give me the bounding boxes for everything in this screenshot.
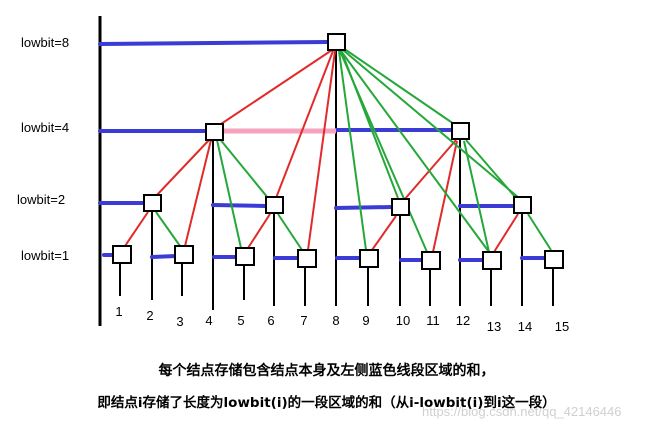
edge-8-9 xyxy=(338,50,367,251)
index-1: 1 xyxy=(115,304,122,319)
index-5: 5 xyxy=(237,313,244,328)
segment-8 xyxy=(98,40,330,46)
node-12 xyxy=(451,122,470,140)
edge-8-13 xyxy=(340,50,490,253)
node-9 xyxy=(359,249,379,268)
index-4: 4 xyxy=(205,313,212,328)
index-2: 2 xyxy=(146,308,153,323)
node-13 xyxy=(482,251,502,270)
edge-14-13 xyxy=(493,213,519,253)
index-6: 6 xyxy=(267,313,274,328)
edge-12-13 xyxy=(463,140,490,253)
index-11: 11 xyxy=(426,313,440,328)
edge-2-3 xyxy=(155,211,181,247)
caption-line-1: 每个结点存储包含结点本身及左侧蓝色线段区域的和， xyxy=(158,363,495,379)
node-8 xyxy=(327,33,346,51)
node-6 xyxy=(265,196,284,214)
edge-14-15 xyxy=(527,213,552,251)
index-10: 10 xyxy=(396,313,410,328)
index-labels: 1 2 3 4 5 6 7 8 9 10 11 12 13 14 15 xyxy=(115,304,569,334)
index-3: 3 xyxy=(176,314,183,329)
edge-8-12 xyxy=(342,47,455,125)
edge-12-11 xyxy=(432,140,458,253)
node-4 xyxy=(205,123,224,141)
level-label-1: lowbit=1 xyxy=(21,248,69,263)
index-12: 12 xyxy=(456,313,470,328)
index-9: 9 xyxy=(362,313,369,328)
edge-4-3 xyxy=(184,139,212,247)
edge-8-11 xyxy=(339,50,428,253)
index-8: 8 xyxy=(332,313,339,328)
node-3 xyxy=(174,245,194,264)
node-2 xyxy=(143,194,162,212)
watermark: https://blog.csdn.net/qq_42146446 xyxy=(422,404,622,419)
edge-2-1 xyxy=(124,211,149,247)
index-15: 15 xyxy=(555,319,569,334)
level-label-4: lowbit=4 xyxy=(21,120,69,135)
left-child-edges xyxy=(124,49,519,253)
edge-8-14 xyxy=(342,49,520,199)
index-13: 13 xyxy=(487,319,501,334)
segment-3 xyxy=(150,254,178,259)
right-child-edges xyxy=(155,47,552,253)
edge-6-7 xyxy=(277,213,303,251)
index-14: 14 xyxy=(518,319,532,334)
edge-6-5 xyxy=(247,213,271,249)
level-label-2: lowbit=2 xyxy=(17,192,65,207)
edge-10-9 xyxy=(371,215,397,251)
node-10 xyxy=(391,198,410,216)
segment-6 xyxy=(211,203,268,208)
tree-nodes xyxy=(112,33,564,270)
node-1 xyxy=(112,245,132,264)
edge-4-2 xyxy=(155,138,211,197)
node-11 xyxy=(421,251,441,270)
node-5 xyxy=(235,247,255,266)
edge-8-7 xyxy=(307,50,336,251)
level-label-8: lowbit=8 xyxy=(21,35,69,50)
edge-8-6 xyxy=(275,50,334,199)
edge-8-4 xyxy=(217,49,333,127)
index-stems xyxy=(119,50,554,310)
node-7 xyxy=(297,249,317,268)
edge-4-6 xyxy=(218,137,269,199)
segment-10 xyxy=(334,205,394,210)
caption-line-2: 即结点i存储了长度为lowbit(i)的一段区域的和（从i-lowbit(i)到… xyxy=(97,395,556,411)
node-15 xyxy=(544,250,564,269)
edge-12-10 xyxy=(403,139,457,201)
range-segments xyxy=(98,40,547,262)
node-14 xyxy=(513,196,532,214)
edge-12-14 xyxy=(465,139,517,199)
index-7: 7 xyxy=(300,313,307,328)
edge-4-5 xyxy=(216,139,242,249)
